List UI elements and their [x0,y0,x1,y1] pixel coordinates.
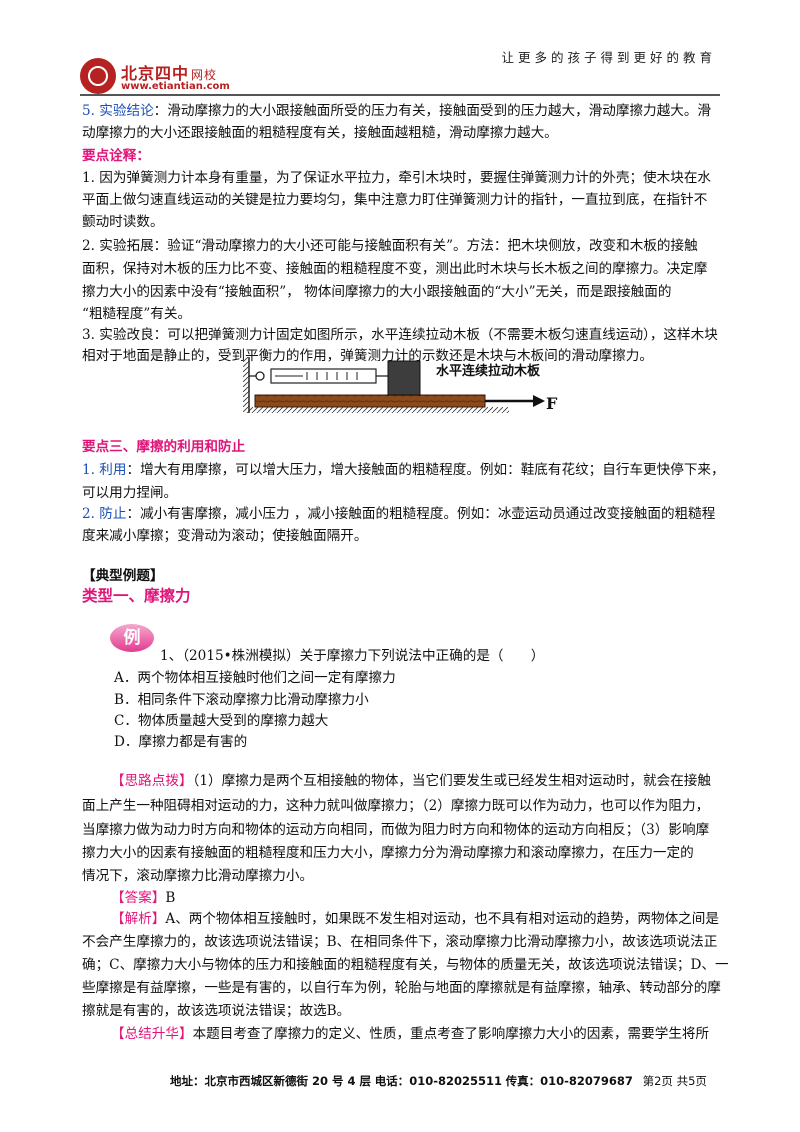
wooden-board [254,394,486,408]
note-1-line-1: 1. 因为弹簧测力计本身有重量，为了保证水平拉力，牵引木块时，要握住弹簧测力计的… [82,170,712,186]
page-number: 第2页 共5页 [642,1074,707,1088]
analysis-line-5: 擦就是有害的，故该选项说法错误；故选B。 [82,1003,351,1019]
use-line-1: 1. 利用：增大有用摩擦，可以增大压力，增大接触面的粗糙程度。例如：鞋底有花纹；… [82,462,725,478]
note-3-line-2: 相对于地面是静止的，受到平衡力的作用，弹簧测力计的示数还是木块与木板间的滑动摩擦… [82,348,653,364]
prevent-line-2: 度来减小摩擦；变滑动为滚动；使接触面隔开。 [82,528,368,544]
conclusion-line-1: 5. 实验结论：滑动摩擦力的大小跟接触面所受的压力有关，接触面受到的压力越大，滑… [82,103,712,119]
wall [243,357,249,413]
header-divider [80,94,720,96]
logo-url: www.etiantian.com [121,81,230,92]
use-line-2: 可以用力捏闸。 [82,485,178,501]
examples-heading: 【典型例题】 [82,568,164,584]
logo: 北京四中网校 www.etiantian.com [80,58,260,98]
analysis-line-3: 确；C、摩擦力大小与物体的压力和接触面的粗糙程度有关，与物体的质量无关，故该选项… [82,957,729,973]
question-1: 1、（2015•株洲模拟）关于摩擦力下列说法中正确的是（ ） [160,648,545,664]
analysis-line-4: 些摩擦是有益摩擦，一些是有害的，以自行车为例，轮胎与地面的摩擦就是有益摩擦，轴承… [82,980,721,996]
answer-line: 【答案】B [111,890,176,906]
note-2-line-2: 面积，保持对木板的压力比不变、接触面的粗糙程度不变，测出此时木块与长木板之间的摩… [82,261,708,277]
note-1-line-3: 颤动时读数。 [82,214,164,230]
example-icon: 例 [110,624,154,652]
figure-label: 水平连续拉动木板 [436,363,541,379]
type-1-heading: 类型一、摩擦力 [82,586,191,605]
note-1-line-2: 平面上做匀速直线运动的关键是拉力要均匀，集中注意力盯住弹簧测力计的指针，一直拉到… [82,192,708,208]
wooden-block [387,360,421,396]
note-2-line-4: “粗糙程度”有关。 [82,306,192,322]
logo-emblem-icon [80,58,116,94]
note-2-line-1: 2. 实验拓展：验证“滑动摩擦力的大小还可能与接触面积有关”。方法：把木块侧放，… [82,238,698,254]
option-b: B．相同条件下滚动摩擦力比滑动摩擦力小 [114,692,369,708]
force-label: F [546,394,558,413]
hint-line-5: 情况下，滚动摩擦力比滑动摩擦力小。 [82,868,314,884]
conclusion-line-2: 动摩擦力的大小还跟接触面的粗糙程度有关，接触面越粗糙，滑动摩擦力越大。 [82,125,558,141]
logo-name: 北京四中网校 [121,64,218,83]
analysis-line-2: 不会产生摩擦力的，故该选项说法错误；B、在相同条件下，滚动摩擦力比滑动摩擦力小，… [82,934,718,950]
header-slogan: 让更多的孩子得到更好的教育 [501,50,716,65]
hint-line-2: 面上产生一种阻碍相对运动的力，这种力就叫做摩擦力；（2）摩擦力既可以作为动力，也… [82,798,710,814]
option-c: C．物体质量越大受到的摩擦力越大 [114,713,329,729]
analysis-line-1: 【解析】A、两个物体相互接触时，如果既不发生相对运动，也不具有相对运动的趋势，两… [111,911,719,927]
scale-hook [255,371,265,381]
note-3-line-1: 3. 实验改良：可以把弹簧测力计固定如图所示，水平连续拉动木板（不需要木板匀速直… [82,327,718,343]
heading-key-point-3: 要点三、摩擦的利用和防止 [82,439,246,455]
summary-line-1: 【总结升华】本题目考查了摩擦力的定义、性质，重点考查了影响摩擦力大小的因素，需要… [111,1026,710,1042]
option-d: D．摩擦力都是有害的 [114,734,248,750]
note-2-line-3: 擦力大小的因素中没有“接触面积”， 物体间摩擦力的大小跟接触面的“大小”无关，而… [82,284,672,300]
ground [249,407,509,413]
prevent-line-1: 2. 防止：减小有害摩擦，减小压力 ，减小接触面的粗糙程度。例如：冰壶运动员通过… [82,506,716,522]
hint-line-3: 当摩擦力做为动力时方向和物体的运动方向相同，而做为阻力时方向和物体的运动方向相反… [82,822,710,838]
hint-line-1: 【思路点拨】（1）摩擦力是两个互相接触的物体，当它们要发生或已经发生相对运动时，… [111,773,711,789]
hint-line-4: 擦力大小的因素有接触面的粗糙程度和压力大小，摩擦力分为滑动摩擦力和滚动摩擦力，在… [82,845,694,861]
notes-heading: 要点诠释： [82,148,150,164]
experiment-figure: 水平连续拉动木板 F [243,357,558,413]
footer: 地址：北京市西城区新德街 20 号 4 层 电话：010-82025511 传真… [170,1074,707,1088]
option-a: A．两个物体相互接触时他们之间一定有摩擦力 [114,670,396,686]
